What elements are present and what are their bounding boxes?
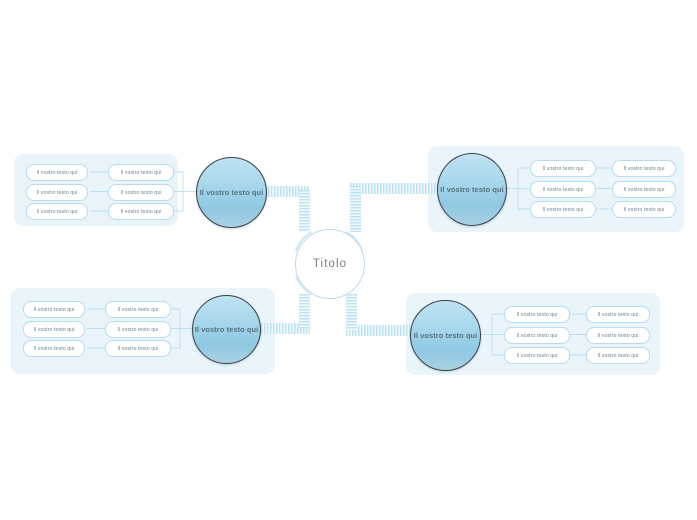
leaf-pill-inner[interactable]: Il vostro testo qui xyxy=(105,340,171,357)
leaf-pill-outer[interactable]: Il vostro testo qui xyxy=(586,327,650,344)
leaf-pill-outer[interactable]: Il vostro testo qui xyxy=(586,306,650,323)
leaf-pill-label: Il vostro testo qui xyxy=(120,169,162,176)
leaf-pill-label: Il vostro testo qui xyxy=(120,208,162,215)
ribbon-bottom-left-vertical xyxy=(299,294,310,328)
leaf-pill-label: Il vostro testo qui xyxy=(117,326,159,333)
branch-node-bottom-left[interactable]: Il vostro testo qui xyxy=(192,295,261,364)
leaf-pill-label: Il vostro testo qui xyxy=(516,311,558,318)
leaf-pill-inner[interactable]: Il vostro testo qui xyxy=(105,301,171,318)
leaf-pill-label: Il vostro testo qui xyxy=(36,169,78,176)
ribbon-top-left-horizontal xyxy=(262,186,310,197)
leaf-pill-label: Il vostro testo qui xyxy=(117,345,159,352)
leaf-pill-inner[interactable]: Il vostro testo qui xyxy=(105,321,171,338)
branch-node-label: Il vostro testo qui xyxy=(440,185,504,194)
leaf-pill-inner[interactable]: Il vostro testo qui xyxy=(530,181,596,198)
leaf-pill-label: Il vostro testo qui xyxy=(36,208,78,215)
leaf-pill-outer[interactable]: Il vostro testo qui xyxy=(612,160,676,177)
branch-node-label: Il vostro testo qui xyxy=(413,331,478,340)
branch-node-top-right[interactable]: Il vostro testo qui xyxy=(437,153,507,226)
ribbon-top-right-vertical xyxy=(350,186,361,232)
leaf-pill-inner[interactable]: Il vostro testo qui xyxy=(530,160,596,177)
leaf-pill-inner[interactable]: Il vostro testo qui xyxy=(504,327,570,344)
leaf-pill-outer[interactable]: Il vostro testo qui xyxy=(612,201,676,218)
leaf-pill-inner[interactable]: Il vostro testo qui xyxy=(108,203,174,220)
leaf-pill-label: Il vostro testo qui xyxy=(542,165,584,172)
leaf-pill-inner[interactable]: Il vostro testo qui xyxy=(530,201,596,218)
leaf-pill-label: Il vostro testo qui xyxy=(623,165,665,172)
leaf-pill-label: Il vostro testo qui xyxy=(516,332,558,339)
leaf-pill-label: Il vostro testo qui xyxy=(33,306,75,313)
leaf-pill-inner[interactable]: Il vostro testo qui xyxy=(108,164,174,181)
ribbon-bottom-left-horizontal xyxy=(258,323,310,334)
leaf-pill-label: Il vostro testo qui xyxy=(33,326,75,333)
leaf-pill-label: Il vostro testo qui xyxy=(542,186,584,193)
leaf-pill-label: Il vostro testo qui xyxy=(516,352,558,359)
branch-node-top-left[interactable]: Il vostro testo qui xyxy=(196,157,267,228)
leaf-pill-label: Il vostro testo qui xyxy=(597,352,639,359)
leaf-pill-inner[interactable]: Il vostro testo qui xyxy=(504,306,570,323)
leaf-pill-label: Il vostro testo qui xyxy=(623,206,665,213)
leaf-pill-label: Il vostro testo qui xyxy=(117,306,159,313)
leaf-pill-inner[interactable]: Il vostro testo qui xyxy=(108,184,174,201)
leaf-pill-label: Il vostro testo qui xyxy=(597,332,639,339)
ribbon-top-left-vertical xyxy=(299,190,310,232)
ribbon-bottom-right-vertical xyxy=(346,294,357,330)
leaf-pill-outer[interactable]: Il vostro testo qui xyxy=(26,164,88,181)
branch-node-label: Il vostro testo qui xyxy=(194,325,259,334)
leaf-pill-outer[interactable]: Il vostro testo qui xyxy=(23,301,85,318)
leaf-pill-outer[interactable]: Il vostro testo qui xyxy=(26,184,88,201)
leaf-pill-label: Il vostro testo qui xyxy=(33,345,75,352)
leaf-pill-outer[interactable]: Il vostro testo qui xyxy=(23,321,85,338)
center-node-label: Titolo xyxy=(312,258,348,270)
leaf-pill-label: Il vostro testo qui xyxy=(36,189,78,196)
leaf-pill-outer[interactable]: Il vostro testo qui xyxy=(586,347,650,364)
leaf-pill-outer[interactable]: Il vostro testo qui xyxy=(26,203,88,220)
leaf-pill-inner[interactable]: Il vostro testo qui xyxy=(504,347,570,364)
leaf-pill-outer[interactable]: Il vostro testo qui xyxy=(612,181,676,198)
branch-node-bottom-right[interactable]: Il vostro testo qui xyxy=(410,300,481,371)
ribbon-bottom-right-horizontal xyxy=(346,325,414,336)
center-node[interactable]: Titolo xyxy=(295,229,365,299)
leaf-pill-label: Il vostro testo qui xyxy=(542,206,584,213)
leaf-pill-label: Il vostro testo qui xyxy=(623,186,665,193)
leaf-pill-outer[interactable]: Il vostro testo qui xyxy=(23,340,85,357)
ribbon-top-right-horizontal xyxy=(350,183,440,194)
branch-node-label: Il vostro testo qui xyxy=(199,188,264,197)
leaf-pill-label: Il vostro testo qui xyxy=(120,189,162,196)
leaf-pill-label: Il vostro testo qui xyxy=(597,311,639,318)
